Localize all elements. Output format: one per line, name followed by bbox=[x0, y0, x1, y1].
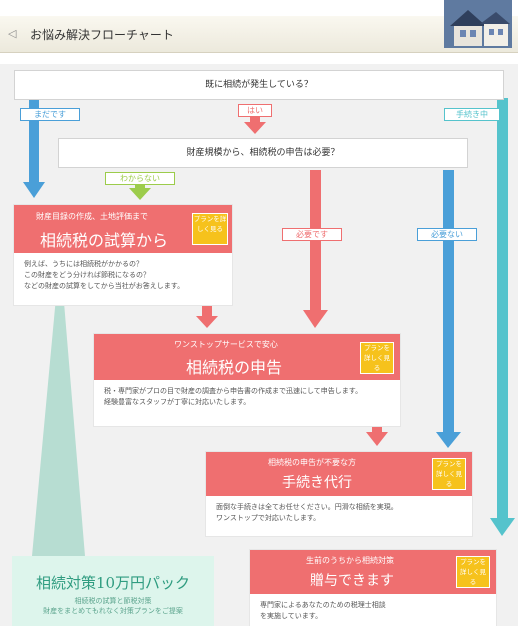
card-body-line: この財産をどう分ければ節税になるの？ bbox=[24, 271, 150, 279]
card-tax-filing[interactable]: ワンストップサービスで安心 相続税の申告 プランを詳しく見る 税・専門家がプロの… bbox=[94, 334, 400, 426]
card-procedures[interactable]: 相続税の申告が不要な方 手続き代行 プランを詳しく見る 面倒な手続きは全てお任せ… bbox=[206, 452, 472, 536]
card-title: 手続き代行 bbox=[282, 475, 352, 491]
card-gift[interactable]: 生前のうちから相続対策 贈与できます プランを詳しく見る 専門家によるあなたのた… bbox=[250, 550, 496, 626]
card-subtitle: 相続税の申告が不要な方 bbox=[268, 458, 356, 467]
card-subtitle: ワンストップサービスで安心 bbox=[174, 340, 278, 349]
pack-subtitle: 相続税の試算と節税対策 bbox=[74, 597, 152, 605]
question-text: 財産規模から、相続税の申告は必要？ bbox=[186, 148, 340, 158]
card-header: 生前のうちから相続対策 贈与できます プランを詳しく見る bbox=[250, 550, 496, 594]
card-tax-simulation[interactable]: 財産目録の作成、土地評価まで 相続税の試算から プランを詳しく見る 例えば、うち… bbox=[14, 205, 232, 305]
plan-details-button[interactable]: プランを詳しく見る bbox=[192, 213, 228, 245]
plan-details-button[interactable]: プランを詳しく見る bbox=[432, 458, 466, 490]
branch-not-yet: まだです bbox=[20, 108, 80, 121]
header-bar: ◁ お悩み解決フローチャート bbox=[0, 16, 518, 53]
pack-title: 相続対策10万円パック bbox=[35, 574, 191, 592]
branch-label: はい bbox=[247, 106, 263, 115]
card-body-line: などの財産の試算をしてから当社がお答えします。 bbox=[24, 282, 185, 290]
card-body-line: ワンストップで対応いたします。 bbox=[216, 514, 321, 522]
card-header: 財産目録の作成、土地評価まで 相続税の試算から プランを詳しく見る bbox=[14, 205, 232, 253]
card-body: 専門家によるあなたのための税理士相談 を実施しています。 bbox=[260, 600, 490, 622]
card-subtitle: 生前のうちから相続対策 bbox=[306, 556, 394, 565]
plan-details-button[interactable]: プランを詳しく見る bbox=[456, 556, 490, 588]
house-illustration bbox=[444, 0, 512, 48]
card-body-line: 税・専門家がプロの目で財産の調査から申告書の作成まで迅速にして申告します。 bbox=[104, 387, 363, 395]
card-body-line: 例えば、うちには相続税がかかるの？ bbox=[24, 260, 143, 268]
card-body-line: を実施しています。 bbox=[260, 612, 323, 620]
card-header: 相続税の申告が不要な方 手続き代行 プランを詳しく見る bbox=[206, 452, 472, 496]
arrow-left-icon[interactable]: ◁ bbox=[8, 27, 17, 40]
card-body-line: 面倒な手続きは全てお任せください。円滑な相続を実現。 bbox=[216, 503, 398, 511]
question-text: 既に相続が発生している？ bbox=[205, 80, 313, 90]
branch-needed: 必要です bbox=[282, 228, 342, 241]
pack-banner[interactable]: 相続対策10万円パック 相続税の試算と節税対策 財産をまとめてもれなく対策プラン… bbox=[12, 556, 214, 626]
branch-label: まだです bbox=[34, 110, 66, 119]
branch-not-needed: 必要ない bbox=[417, 228, 477, 241]
plan-details-button[interactable]: プランを詳しく見る bbox=[360, 342, 394, 374]
branch-in-progress: 手続き中 bbox=[444, 108, 500, 121]
card-header: ワンストップサービスで安心 相続税の申告 プランを詳しく見る bbox=[94, 334, 400, 380]
branch-label: 必要です bbox=[296, 230, 328, 239]
branch-yes: はい bbox=[238, 104, 272, 117]
card-body-line: 経験豊富なスタッフが丁寧に対応いたします。 bbox=[104, 398, 251, 406]
card-title: 相続税の申告 bbox=[186, 358, 283, 377]
card-body: 面倒な手続きは全てお任せください。円滑な相続を実現。 ワンストップで対応いたしま… bbox=[216, 502, 466, 524]
page-title: お悩み解決フローチャート bbox=[30, 28, 174, 42]
question-filing-needed: 財産規模から、相続税の申告は必要？ bbox=[58, 138, 468, 168]
card-title: 贈与できます bbox=[310, 573, 394, 589]
question-already-inherited: 既に相続が発生している？ bbox=[14, 70, 504, 100]
branch-label: わからない bbox=[120, 174, 160, 183]
pack-subtitle: 財産をまとめてもれなく対策プランをご提案 bbox=[43, 607, 183, 615]
card-body-line: 専門家によるあなたのための税理士相談 bbox=[260, 601, 386, 609]
card-title: 相続税の試算から bbox=[40, 231, 169, 250]
branch-unknown: わからない bbox=[105, 172, 175, 185]
card-subtitle: 財産目録の作成、土地評価まで bbox=[36, 212, 148, 221]
branch-label: 手続き中 bbox=[456, 110, 488, 119]
card-body: 例えば、うちには相続税がかかるの？ この財産をどう分ければ節税になるの？ などの… bbox=[24, 259, 224, 292]
card-body: 税・専門家がプロの目で財産の調査から申告書の作成まで迅速にして申告します。 経験… bbox=[104, 386, 394, 408]
branch-label: 必要ない bbox=[431, 230, 463, 239]
